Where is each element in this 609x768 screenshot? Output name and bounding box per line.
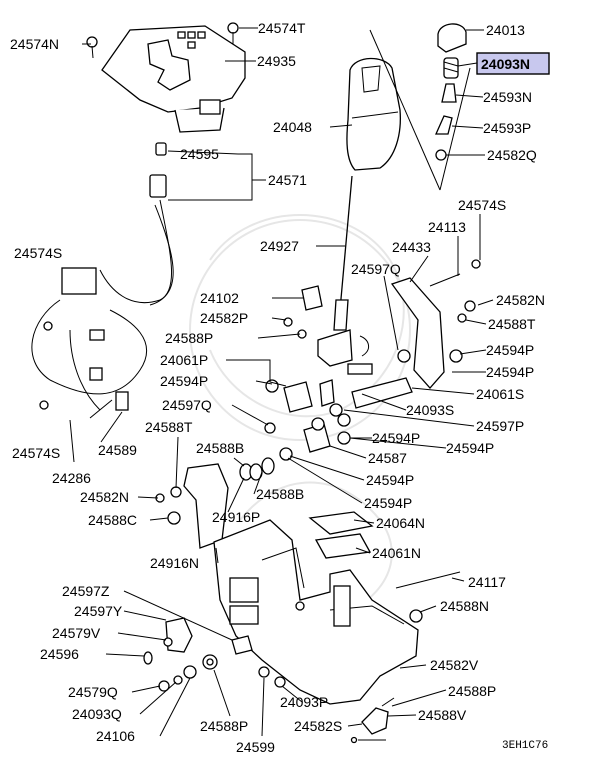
label-24117: 24597Y <box>74 603 123 619</box>
wire-harness-part <box>31 142 174 411</box>
label-24593P: 24593P <box>483 120 531 136</box>
nut-24582S-part <box>258 666 286 688</box>
label-24582V: 24579Q <box>68 684 118 700</box>
label-24582N-left: 24582N <box>80 489 129 505</box>
bushing-24061P-part <box>283 381 313 413</box>
label-24064N: 24916N <box>150 555 199 571</box>
label-24597Y: 24588N <box>440 598 489 614</box>
label-24916P: 24064N <box>376 515 425 531</box>
label-24594P-m2: 24594P <box>446 440 494 456</box>
label-24571: 24571 <box>268 172 307 188</box>
label-24594P-r2: 24594P <box>486 364 534 380</box>
indicator-bezel-part <box>101 25 246 133</box>
label-24093Q: 24588P <box>200 718 248 734</box>
spring-24093Q-part <box>202 654 218 670</box>
bracket-24064N-part <box>155 463 229 549</box>
label-24093S: 24093S <box>406 402 454 418</box>
shift-knob-part <box>346 57 401 171</box>
label-24574N: 24574N <box>10 36 59 52</box>
label-24574S-top-right: 24574S <box>458 197 506 213</box>
bracket-24102-part <box>283 285 323 339</box>
label-24588V: 24106 <box>96 728 135 744</box>
label-24013: 24013 <box>486 22 525 38</box>
spring-24093N-part <box>443 57 459 79</box>
clip-24593P-part <box>434 115 453 135</box>
label-24061S: 24061S <box>476 386 524 402</box>
label-24582Q: 24582Q <box>487 147 537 163</box>
shift-rod-part <box>333 175 353 331</box>
label-24574T: 24574T <box>258 20 306 36</box>
label-24588P-mid: 24588P <box>165 330 213 346</box>
label-24595: 24595 <box>180 146 219 162</box>
label-24588P-bottom-mid: 24093P <box>280 694 328 710</box>
label-24935: 24935 <box>257 53 296 69</box>
shaft-24061S-part <box>351 377 413 409</box>
label-24113: 24113 <box>428 219 466 235</box>
label-24594P-left: 24588C <box>88 512 137 528</box>
figure-code: 3EH1C76 <box>502 740 548 752</box>
label-24582P-mid: 24582P <box>200 310 248 326</box>
label-24597Q-mid: 24597Q <box>162 397 212 413</box>
leader-lines <box>69 27 494 741</box>
bushing-24061N-part <box>231 635 253 655</box>
label-24596: 24582V <box>430 657 479 673</box>
pin-24593N-part <box>441 83 457 103</box>
plunger-24106-part <box>350 697 395 744</box>
label-24594P-m4: 24594P <box>364 495 412 511</box>
washer-stack-bottom-left <box>143 651 197 692</box>
label-24061N: 24597Z <box>62 583 110 599</box>
label-24594P-m1: 24594P <box>372 430 420 446</box>
label-24574S-left: 24574S <box>14 245 62 261</box>
label-24594P-m3: 24594P <box>366 472 414 488</box>
bracket-24117-part <box>163 617 193 653</box>
base-plate-part <box>213 519 461 705</box>
label-24061P: 24061P <box>160 352 208 368</box>
label-24093N: 24093N <box>481 56 530 72</box>
label-24106: 24582S <box>294 718 342 734</box>
label-24927: 24927 <box>260 238 299 254</box>
label-24102: 24102 <box>200 290 239 306</box>
label-24587: 24587 <box>368 450 407 466</box>
label-24597P: 24597P <box>476 418 524 434</box>
guide-line-a <box>369 29 441 191</box>
plate-24916P-part <box>308 511 374 535</box>
guide-line-b <box>439 67 471 191</box>
label-24588C: 24916P <box>212 509 260 525</box>
label-24588T-right: 24588T <box>488 316 536 332</box>
spacer-stack-part <box>239 379 351 481</box>
label-24582N-right: 24582N <box>496 292 545 308</box>
label-24588B-b: 24588B <box>256 486 304 502</box>
label-24433: 24433 <box>392 239 431 255</box>
label-24597Q-top: 24597Q <box>351 261 401 277</box>
label-24916N: 24061N <box>372 545 421 561</box>
label-24588N: 24579V <box>52 625 101 641</box>
label-24048: 24048 <box>273 119 312 135</box>
label-24574S-left-bottom: 24574S <box>12 445 60 461</box>
label-24579Q: 24588P <box>448 683 496 699</box>
part-labels: 24574N 24574T 24935 24013 24093N 24593N … <box>10 20 548 755</box>
screw-24574T <box>227 22 239 44</box>
label-24588B-a: 24588B <box>196 440 244 456</box>
label-24597Z: 24117 <box>468 574 506 590</box>
label-24582S: 24599 <box>236 739 275 755</box>
plate-24916N-part <box>314 533 372 559</box>
label-24594P-r1: 24594P <box>486 342 534 358</box>
screw-24574N <box>86 36 98 59</box>
label-24093P: 24588V <box>418 707 467 723</box>
nut-24582Q-part <box>435 149 447 161</box>
label-24588P-bottom-left: 24093Q <box>72 706 122 722</box>
label-24579V: 24596 <box>40 646 79 662</box>
knob-button-part <box>437 23 467 53</box>
label-24588T-left: 24588T <box>145 419 193 435</box>
cam-plate-24433-part <box>390 259 481 389</box>
detent-lever-part <box>317 329 373 375</box>
label-24594P-l1: 24594P <box>160 373 208 389</box>
label-24286: 24286 <box>52 470 91 486</box>
label-24593N: 24593N <box>483 89 532 105</box>
label-24589: 24589 <box>98 442 137 458</box>
